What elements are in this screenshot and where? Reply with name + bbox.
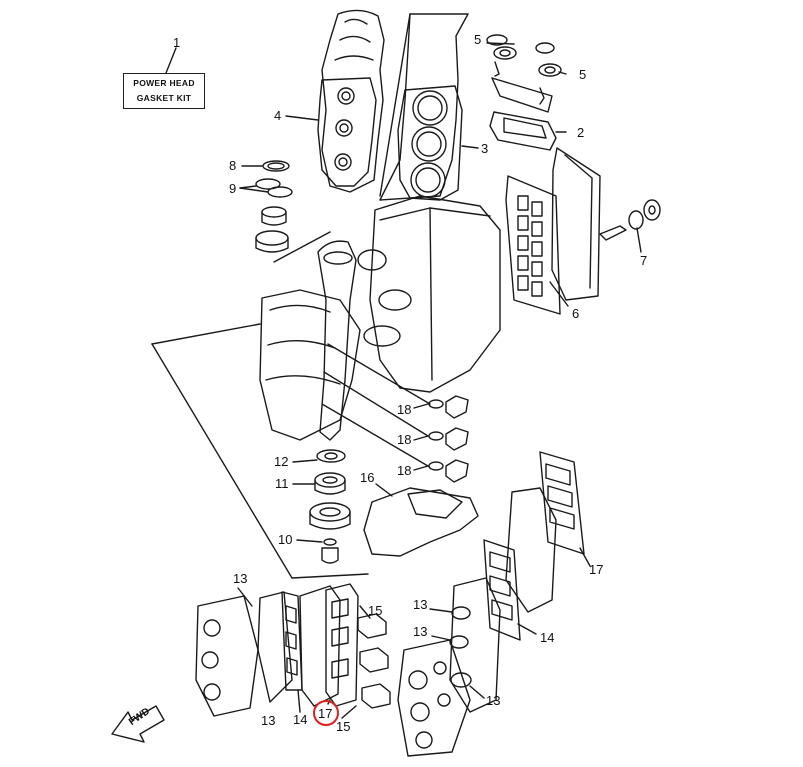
gasket-17-left bbox=[325, 583, 359, 707]
callout-7[interactable]: 7 bbox=[640, 253, 648, 268]
callout-13-right-1[interactable]: 13 bbox=[413, 597, 428, 612]
callout-2[interactable]: 2 bbox=[577, 125, 585, 140]
callout-14-right[interactable]: 14 bbox=[540, 630, 555, 645]
callout-9[interactable]: 9 bbox=[229, 181, 237, 196]
callout-18-middle[interactable]: 18 bbox=[397, 432, 412, 447]
callout-4[interactable]: 4 bbox=[274, 108, 282, 123]
reed-block-left bbox=[257, 591, 293, 703]
forward-arrow-icon bbox=[111, 705, 165, 743]
intake-gaskets-18 bbox=[321, 343, 469, 483]
highlight-circle bbox=[313, 700, 339, 726]
thermostat-7 bbox=[599, 199, 661, 253]
cap-5-left bbox=[486, 34, 517, 77]
kit-label-line-1: POWER HEAD bbox=[133, 78, 195, 88]
callout-17-right[interactable]: 17 bbox=[589, 562, 604, 577]
exhaust-plate bbox=[379, 13, 469, 201]
callout-18-bottom[interactable]: 18 bbox=[397, 463, 412, 478]
intake-manifold-right bbox=[505, 487, 557, 613]
power-head-gasket-kit-label: POWER HEAD GASKET KIT bbox=[123, 73, 205, 109]
bearing-10 bbox=[296, 538, 339, 564]
callout-3[interactable]: 3 bbox=[481, 141, 489, 156]
callout-6[interactable]: 6 bbox=[572, 306, 580, 321]
seal-8 bbox=[241, 160, 290, 172]
gasket-14-right bbox=[483, 539, 537, 641]
callout-1[interactable]: 1 bbox=[173, 35, 181, 50]
kit-label-line-2: GASKET KIT bbox=[136, 93, 192, 103]
bearing-housing bbox=[255, 206, 289, 253]
o-rings-9 bbox=[239, 178, 293, 198]
callout-14-left[interactable]: 14 bbox=[293, 712, 308, 727]
housing-lower bbox=[309, 502, 351, 530]
callout-13-right-3[interactable]: 13 bbox=[486, 693, 501, 708]
seal-11 bbox=[292, 472, 346, 495]
callout-18-top[interactable]: 18 bbox=[397, 402, 412, 417]
bypass-cover bbox=[551, 147, 601, 301]
crankshaft bbox=[317, 240, 357, 441]
callout-16[interactable]: 16 bbox=[360, 470, 375, 485]
carburetor-set-left bbox=[195, 587, 259, 717]
bearing-12 bbox=[292, 449, 346, 463]
callout-13-top-left[interactable]: 13 bbox=[233, 571, 248, 586]
callout-10[interactable]: 10 bbox=[278, 532, 293, 547]
callout-12[interactable]: 12 bbox=[274, 454, 289, 469]
callout-5-left[interactable]: 5 bbox=[474, 32, 482, 47]
cap-5-right bbox=[535, 42, 567, 105]
exhaust-cover bbox=[321, 9, 385, 193]
plates-15 bbox=[341, 605, 391, 719]
cover-plate bbox=[491, 77, 553, 113]
callout-13-right-2[interactable]: 13 bbox=[413, 624, 428, 639]
callout-15-top[interactable]: 15 bbox=[368, 603, 383, 618]
callout-5-right[interactable]: 5 bbox=[579, 67, 587, 82]
callout-13-bottom-left[interactable]: 13 bbox=[261, 713, 276, 728]
exhaust-cover-gasket-4 bbox=[285, 77, 377, 187]
bracket-lines bbox=[151, 231, 369, 579]
carburetor-set-right bbox=[397, 639, 471, 757]
cylinder-head-gasket-3 bbox=[397, 85, 479, 201]
gasket-6 bbox=[505, 175, 569, 315]
leader-1 bbox=[165, 47, 177, 74]
reed-block-right bbox=[449, 577, 501, 713]
callout-8[interactable]: 8 bbox=[229, 158, 237, 173]
callout-11[interactable]: 11 bbox=[275, 476, 289, 491]
callout-15-bottom[interactable]: 15 bbox=[336, 719, 351, 734]
cylinder-block bbox=[357, 195, 501, 393]
gasket-2 bbox=[489, 111, 567, 151]
crankcase bbox=[259, 289, 361, 441]
base-gasket-16 bbox=[363, 483, 479, 557]
o-rings-13-right bbox=[429, 606, 485, 699]
manifold-left bbox=[299, 585, 341, 707]
gasket-17-upper bbox=[539, 451, 591, 567]
